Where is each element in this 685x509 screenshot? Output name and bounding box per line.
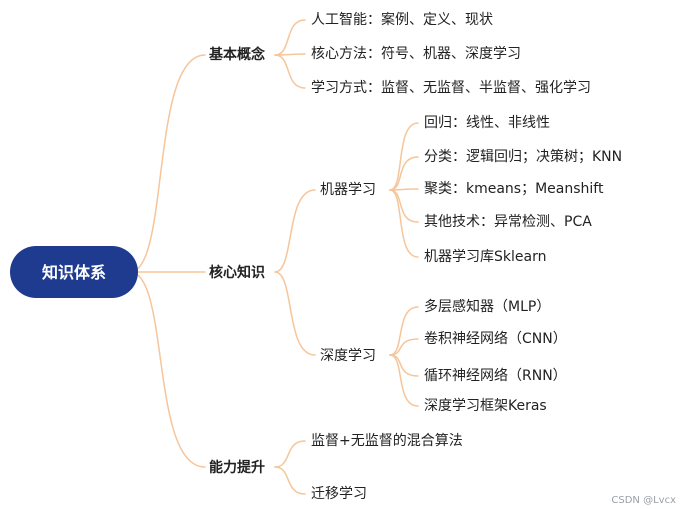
ml-item-other-tech: 其他技术：异常检测、PCA <box>424 214 592 230</box>
root-node: 知识体系 <box>10 246 138 298</box>
connector-core-dl <box>274 271 316 356</box>
dl-item-rnn: 循环神经网络（RNN） <box>424 368 567 384</box>
ml-item-classification: 分类：逻辑回归；决策树；KNN <box>424 148 622 165</box>
connector-root-basic <box>129 54 206 273</box>
machine-learning-label: 机器学习 <box>320 182 376 198</box>
connector-ml-item-4 <box>389 189 419 223</box>
ml-item-sklearn: 机器学习库Sklearn <box>424 249 546 265</box>
ml-item-regression: 回归：线性、非线性 <box>424 114 550 131</box>
connector-dl-item-4 <box>389 354 419 407</box>
deep-learning-label: 深度学习 <box>320 348 376 364</box>
csdn-watermark: CSDN @Lvcx <box>611 495 676 506</box>
connector-dl-item-1 <box>389 306 419 356</box>
connector-dl-item-2 <box>389 338 419 356</box>
core-knowledge-label: 核心知识 <box>209 264 265 281</box>
dl-item-cnn: 卷积神经网络（CNN） <box>424 331 567 347</box>
ml-item-clustering: 聚类：kmeans；Meanshift <box>424 181 604 197</box>
dl-item-keras: 深度学习框架Keras <box>424 398 547 414</box>
ability-item-hybrid: 监督+无监督的混合算法 <box>311 433 463 449</box>
connector-ml-item-5 <box>389 189 419 258</box>
root-label: 知识体系 <box>42 263 106 282</box>
connector-dl-item-3 <box>389 354 419 377</box>
basic-item-learning-modes: 学习方式：监督、无监督、半监督、强化学习 <box>311 80 591 96</box>
connector-ability-item-1 <box>274 440 306 468</box>
connector-ml-item-1 <box>389 122 419 191</box>
basic-item-core-methods: 核心方法：符号、机器、深度学习 <box>311 46 521 62</box>
connector-ml-item-2 <box>389 156 419 191</box>
connector-basic-item-1 <box>274 19 306 56</box>
connector-ability-item-2 <box>274 466 306 495</box>
basic-concepts-label: 基本概念 <box>209 46 266 63</box>
connector-root-ability <box>129 271 206 468</box>
connector-basic-item-3 <box>274 54 306 89</box>
connector-core-ml <box>274 189 316 273</box>
dl-item-mlp: 多层感知器（MLP） <box>424 298 550 315</box>
basic-item-ai: 人工智能：案例、定义、现状 <box>311 11 493 28</box>
ability-improvement-label: 能力提升 <box>209 459 265 476</box>
ability-item-transfer: 迁移学习 <box>311 486 367 502</box>
